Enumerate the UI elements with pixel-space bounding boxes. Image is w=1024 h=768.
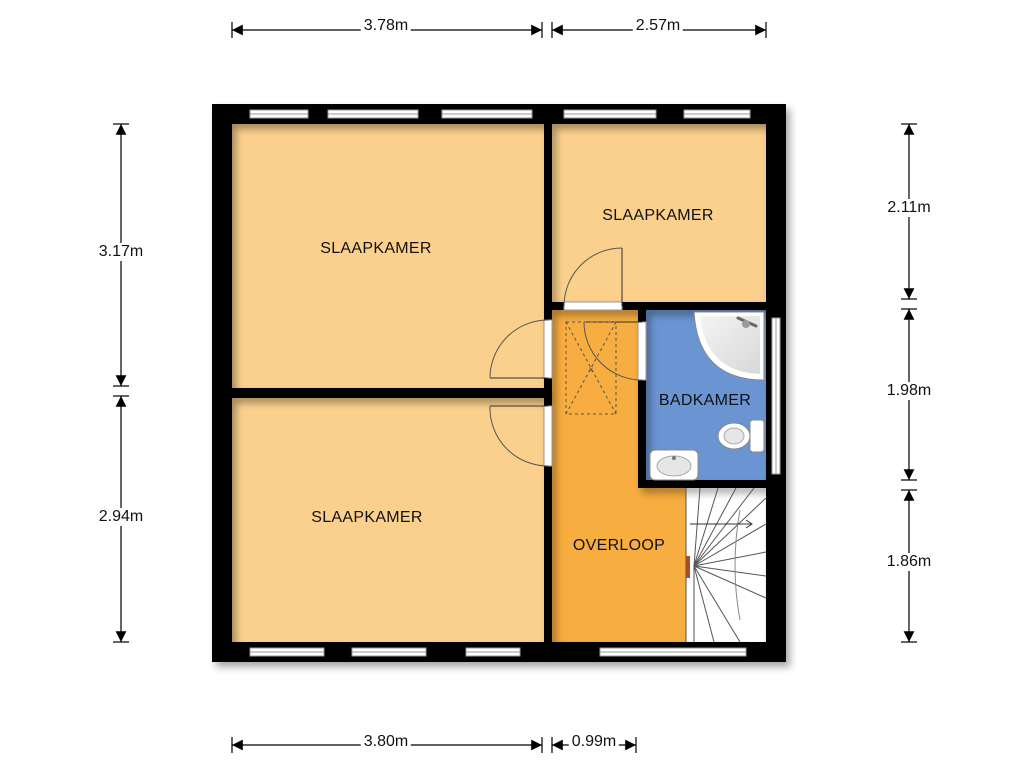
dim-label-top-left: 3.78m	[360, 17, 412, 35]
wall-bathroom-left	[638, 302, 646, 488]
dim-label-top-right: 2.57m	[632, 17, 684, 35]
dim-label-right-upper: 2.11m	[884, 199, 934, 217]
window-glass-lines	[250, 113, 777, 653]
wall-bathroom-bottom	[638, 480, 786, 488]
dim-label-left-lower: 2.94m	[95, 508, 147, 526]
toilet-icon	[717, 419, 765, 453]
wall-topright-bottom	[552, 302, 786, 310]
door-swing	[489, 319, 549, 379]
door-swing	[563, 247, 623, 307]
floor-bedroom-bottom-left	[232, 398, 544, 642]
attic-hatch-mark: x	[589, 365, 593, 374]
sink-icon	[649, 449, 699, 481]
door-opening	[543, 319, 553, 379]
door-swing	[489, 405, 549, 467]
door-opening	[563, 301, 623, 311]
dim-label-right-middle: 1.98m	[883, 382, 935, 400]
floors	[232, 124, 766, 642]
room-label-bedroom-top-right: SLAAPKAMER	[602, 207, 714, 224]
doors	[489, 247, 647, 467]
wall-center-vertical	[544, 104, 552, 662]
room-label-bedroom-bottom-left: SLAAPKAMER	[311, 509, 423, 526]
wall-left	[212, 104, 232, 662]
room-label-landing: OVERLOOP	[572, 537, 666, 554]
wall-bedrooms-divider	[232, 388, 544, 398]
room-label-bedroom-top-left: SLAAPKAMER	[320, 240, 432, 257]
dim-label-right-lower: 1.86m	[883, 553, 935, 571]
stair-handrail	[686, 556, 690, 578]
floor-bedroom-top-right	[552, 124, 766, 302]
room-label-bathroom: BADKAMER	[658, 392, 752, 409]
dim-label-bottom-right: 0.99m	[568, 733, 620, 751]
floor-bedroom-top-left	[232, 124, 544, 388]
door-opening	[637, 321, 647, 381]
door-opening	[543, 405, 553, 467]
attic-hatch	[565, 321, 617, 415]
dim-label-bottom-left: 3.80m	[360, 733, 412, 751]
shower-icon	[693, 311, 765, 381]
door-swing	[583, 321, 643, 381]
dim-label-left-upper: 3.17m	[95, 243, 147, 261]
